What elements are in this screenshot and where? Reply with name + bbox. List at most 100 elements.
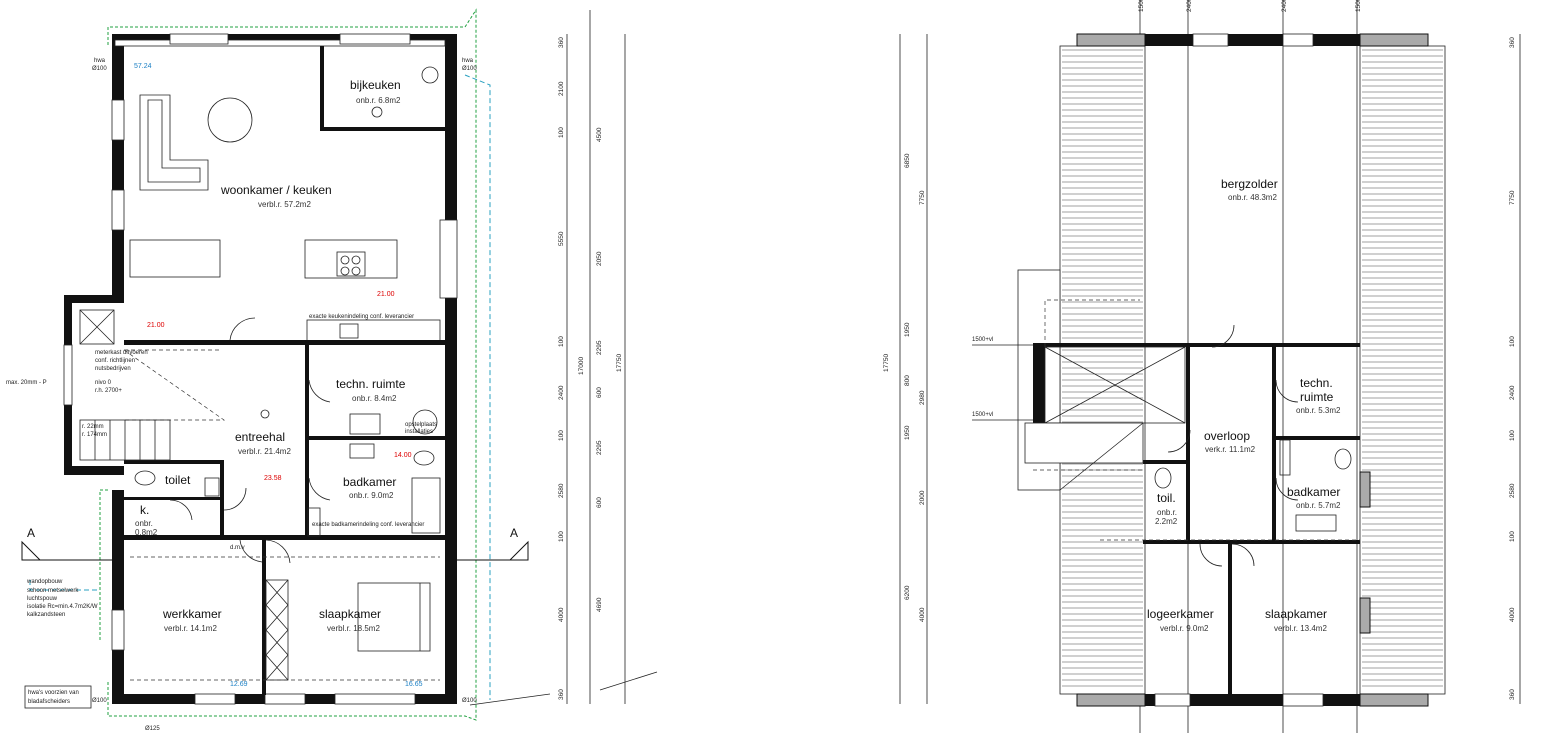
attic-bath-toilet — [1334, 448, 1352, 470]
wall-hall-north — [124, 340, 445, 345]
gable-grey-nw — [1076, 33, 1146, 47]
room-attic-badkamer-area: onb.r. 5.7m2 — [1296, 501, 1341, 510]
wardrobe — [265, 579, 289, 681]
room-attic-toilet-area: 2.2m2 — [1155, 517, 1178, 526]
wall-north — [112, 34, 457, 44]
room-techn-ruimte: techn. ruimte — [336, 377, 406, 391]
bath-sink — [349, 443, 375, 459]
kitchen-island-left — [129, 239, 221, 278]
ground-stair — [79, 349, 226, 461]
bed — [357, 582, 431, 652]
svg-text:2050: 2050 — [596, 251, 603, 266]
room-bergzolder: bergzolder — [1221, 177, 1278, 191]
window-south-2 — [264, 693, 306, 705]
svg-text:4000: 4000 — [558, 607, 565, 622]
note-hwa-1: hwa's voorzien van — [28, 690, 79, 696]
attic-window-s1 — [1154, 693, 1191, 707]
svg-text:2580: 2580 — [1509, 483, 1516, 498]
dimension-lines-middle — [469, 0, 1521, 733]
svg-text:2295: 2295 — [596, 440, 603, 455]
room-k-area: 0.8m2 — [135, 528, 158, 537]
room-werkkamer-area: verbl.r. 14.1m2 — [164, 624, 217, 633]
dining-table — [207, 97, 253, 143]
attic-wall-tech-n — [1272, 343, 1360, 347]
tech-unit — [349, 413, 381, 435]
ground-roof-line — [464, 74, 491, 700]
svg-text:100: 100 — [1509, 430, 1516, 441]
hwa-note-box — [24, 685, 92, 709]
room-k-label: onbr. — [135, 519, 153, 528]
note-stair-2: r. 174mm — [82, 432, 107, 438]
note-bath-layout: exacte badkamerindeling conf. leverancie… — [312, 522, 424, 528]
note-nivo-1: nivo 0 — [95, 380, 112, 386]
svg-text:1950: 1950 — [904, 425, 911, 440]
attic-bath-sink — [1279, 439, 1291, 476]
section-marker-right — [508, 540, 529, 561]
wall-west-lower — [112, 490, 124, 704]
level-marker-1: 1500+vl — [972, 337, 993, 343]
note-hwa-2: bladafscheiders — [28, 699, 70, 705]
door-swing-2 — [308, 379, 331, 403]
wall-toilet-east — [220, 460, 224, 538]
note-dmv: d.m.v — [230, 545, 245, 551]
window-south-1 — [194, 693, 236, 705]
attic-wall-bath-n — [1276, 436, 1360, 440]
ground-roof-line-2 — [29, 580, 100, 591]
kitchen-island — [304, 239, 398, 279]
svg-text:2100: 2100 — [558, 81, 565, 96]
window-west-1 — [111, 99, 125, 141]
section-marker-left — [21, 540, 42, 561]
door-swing-3 — [308, 477, 331, 501]
ground-floor-plan — [21, 8, 529, 721]
attic-wall-landing-e — [1186, 343, 1190, 543]
svg-text:100: 100 — [558, 531, 565, 542]
room-techn-ruimte-area: onb.r. 8.4m2 — [352, 394, 397, 403]
sofa-inner — [147, 99, 201, 183]
room-bijkeuken: bijkeuken — [350, 78, 401, 92]
wall-south-rooms — [124, 535, 445, 540]
wall-west-upper — [112, 34, 124, 299]
svg-text:1500: 1500 — [1355, 0, 1362, 12]
attic-wall-stairwell — [1033, 343, 1045, 423]
note-nivo-2: r.h. 2700+ — [95, 388, 122, 394]
door-swing-6 — [239, 539, 263, 563]
roof-slope-east — [1359, 45, 1446, 695]
svg-text:4000: 4000 — [1509, 607, 1516, 622]
attic-door-1 — [1211, 324, 1235, 348]
vent-value-1: 57.24 — [134, 63, 152, 70]
note-wall-5: kalkzandsteen — [27, 612, 65, 618]
room-entreehal-area: verbl.r. 21.4m2 — [238, 447, 291, 456]
svg-text:600: 600 — [596, 387, 603, 398]
wall-bijkeuken-w — [320, 46, 324, 130]
note-opstelplaats-1: opstelplaats — [405, 422, 437, 428]
room-entreehal: entreehal — [235, 430, 285, 444]
room-attic-slaapkamer: slaapkamer — [1265, 607, 1327, 621]
hall-drain — [260, 409, 270, 419]
svg-text:4500: 4500 — [596, 127, 603, 142]
svg-text:2400: 2400 — [1509, 385, 1516, 400]
attic-stair — [1024, 422, 1144, 464]
attic-wall-landing-n — [1033, 343, 1278, 347]
svg-text:5550: 5550 — [558, 231, 565, 246]
ground-contour-line-2 — [99, 489, 108, 640]
svg-text:100: 100 — [558, 336, 565, 347]
svg-text:17000: 17000 — [578, 357, 585, 375]
bijkeuken-boiler — [421, 66, 439, 84]
svg-text:360: 360 — [558, 37, 565, 48]
room-logeerkamer: logeerkamer — [1147, 607, 1214, 621]
wall-bijkeuken-s — [320, 127, 445, 131]
room-k: k. — [140, 503, 149, 517]
note-hwa-nw-d: Ø100 — [92, 66, 107, 72]
door-swing-5 — [169, 499, 193, 521]
room-woonkamer-area: verbl.r. 57.2m2 — [258, 200, 311, 209]
svg-text:600: 600 — [596, 497, 603, 508]
room-attic-techn-area: onb.r. 5.3m2 — [1296, 406, 1341, 415]
svg-text:7750: 7750 — [1509, 190, 1516, 205]
note-meter-3: nutsbedrijven — [95, 366, 131, 372]
svg-text:1500: 1500 — [1138, 0, 1145, 12]
svg-text:100: 100 — [1509, 336, 1516, 347]
note-wall-3: luchtspouw — [27, 596, 58, 602]
svg-text:6850: 6850 — [904, 153, 911, 168]
note-wall-2: schoon metselwerk — [27, 588, 79, 594]
